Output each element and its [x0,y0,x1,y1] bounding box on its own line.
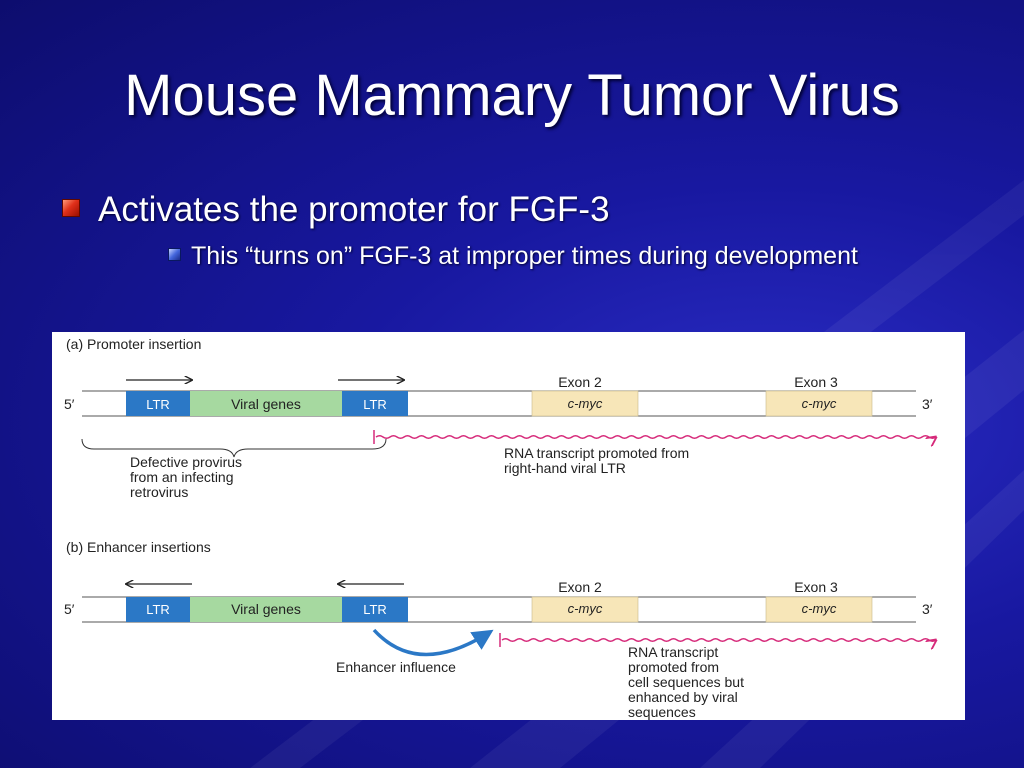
panel-a-exon3-box [765,390,873,417]
panel-b-exon2-cmyc: c-myc [568,601,603,616]
panel-b-label: (b) Enhancer insertions [66,539,211,555]
bullet-level-1: Activates the promoter for FGF-3 [62,190,610,230]
panel-b-rna-transcript-wave [501,638,936,642]
panel-b-ltr-left-box [126,597,190,622]
panel-a-three-prime: 3′ [922,396,933,412]
slide-title: Mouse Mammary Tumor Virus [124,63,900,128]
panel-a: (a) Promoter insertion Exon 2 Exon 3 5′ … [64,336,936,500]
panel-b-viral-genes-box [190,597,342,622]
blue-square-bullet-icon [168,248,181,261]
panel-b-viral-genes: Viral genes [231,601,301,617]
panel-b-enhancer-caption: Enhancer influence [336,659,456,675]
panel-a-five-prime: 5′ [64,396,75,412]
panel-a-exon2-label: Exon 2 [558,374,602,390]
panel-b-five-prime: 5′ [64,601,75,617]
panel-a-brace-caption: Defective provirus from an infecting ret… [130,454,246,500]
bullet-level-2: This “turns on” FGF-3 at improper times … [168,242,858,271]
red-square-bullet-icon [62,199,80,217]
panel-a-exon3-cmyc: c-myc [802,396,837,411]
bullet-level-1-text: Activates the promoter for FGF-3 [98,190,610,229]
panel-a-ltr-right-box [342,391,408,416]
panel-a-ltr-right: LTR [363,397,387,412]
panel-a-exon2-box [531,390,639,417]
panel-a-viral-genes: Viral genes [231,396,301,412]
panel-b-exon3-label: Exon 3 [794,579,838,595]
panel-b-exon2-box [531,596,639,623]
panel-a-provirus-brace [81,438,387,458]
panel-a-label: (a) Promoter insertion [66,336,201,352]
panel-b-ltr-right-box [342,597,408,622]
panel-b: (b) Enhancer insertions Exon 2 Exon 3 5′… [64,539,936,720]
panel-b-ltr-left: LTR [146,602,170,617]
panel-a-exon3-label: Exon 3 [794,374,838,390]
diagram-figure: (a) Promoter insertion Exon 2 Exon 3 5′ … [52,332,965,720]
panel-a-rna-caption: RNA transcript promoted from right-hand … [504,445,693,476]
panel-b-exon3-cmyc: c-myc [802,601,837,616]
panel-b-three-prime: 3′ [922,601,933,617]
panel-b-exon3-box [765,596,873,623]
panel-a-exon2-cmyc: c-myc [568,396,603,411]
panel-a-viral-genes-box [190,391,342,416]
panel-b-ltr-right: LTR [363,602,387,617]
panel-b-exon2-label: Exon 2 [558,579,602,595]
panel-a-rna-transcript-wave [375,435,936,439]
panel-b-rna-caption: RNA transcript promoted from cell sequen… [628,644,748,720]
panel-b-enhancer-arrow [372,628,494,657]
bullet-level-2-text: This “turns on” FGF-3 at improper times … [191,242,858,270]
panel-a-ltr-left: LTR [146,397,170,412]
panel-a-ltr-left-box [126,391,190,416]
